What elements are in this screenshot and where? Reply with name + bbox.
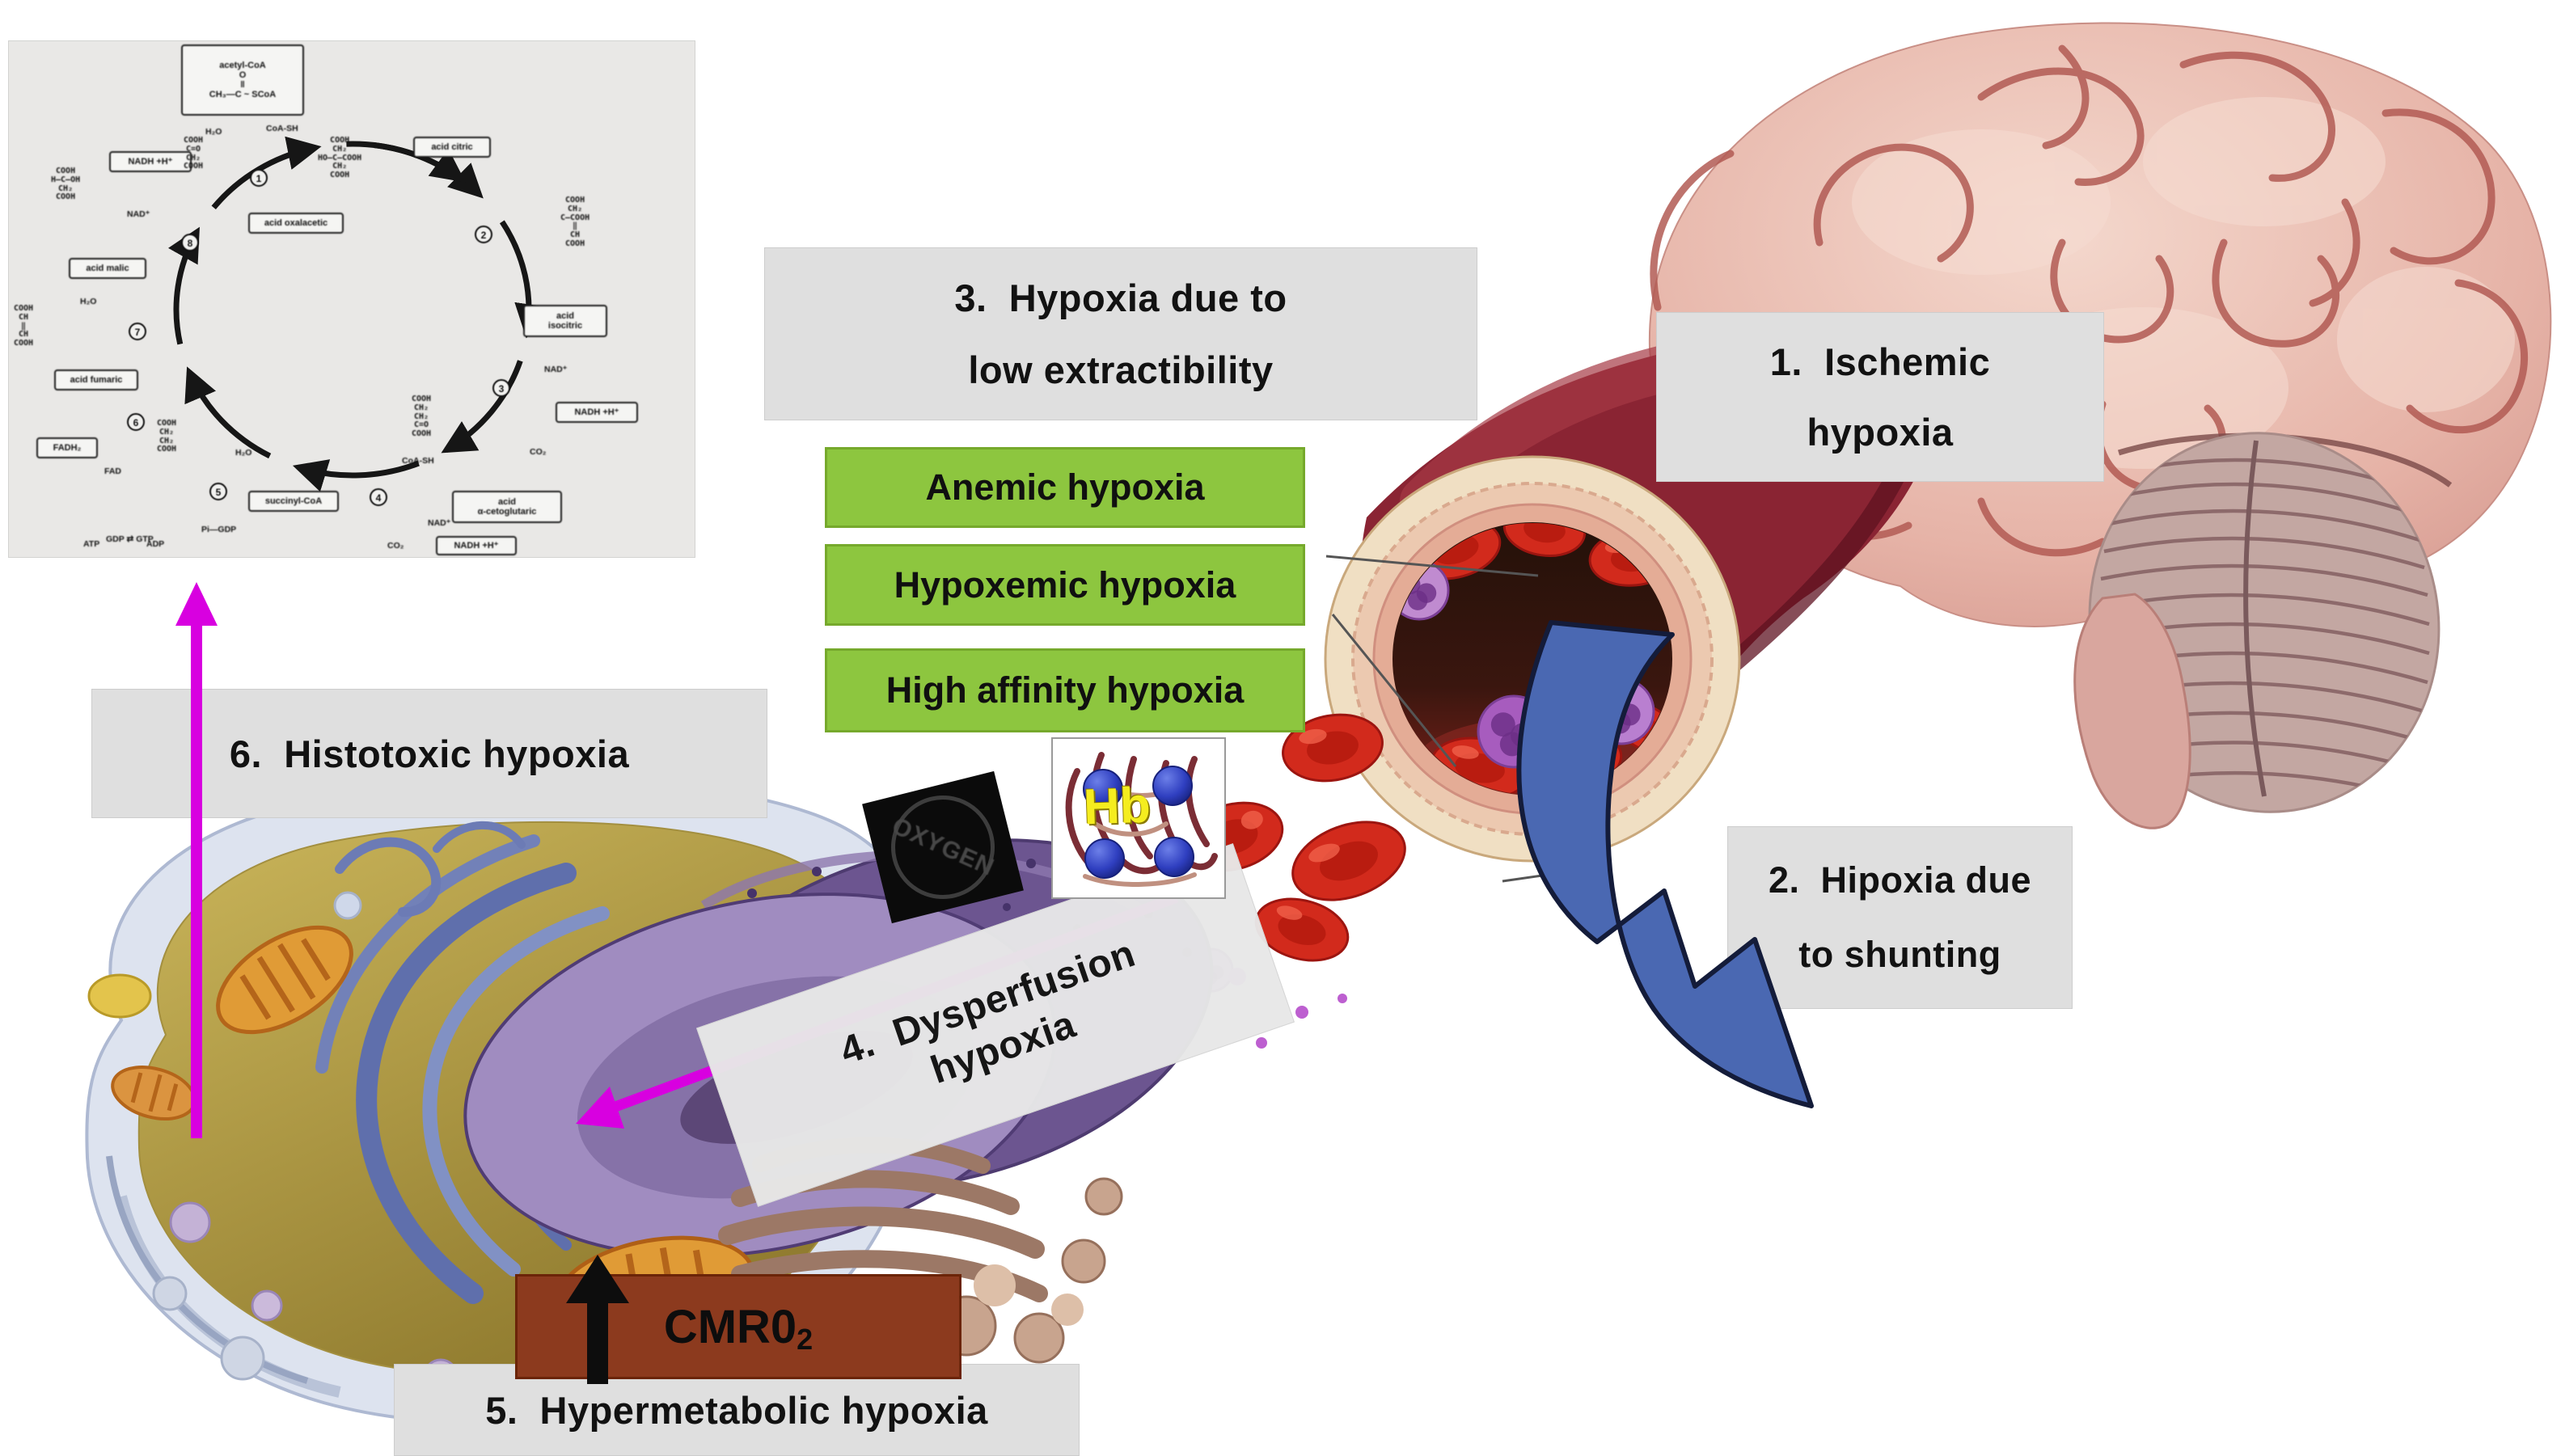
krebs-item: NAD⁺ (127, 209, 150, 219)
krebs-item: H₂O (80, 297, 97, 306)
green-box-text: Anemic hypoxia (925, 466, 1205, 508)
krebs-item: COOH CH₂ CH₂ C=O COOH (412, 395, 432, 439)
label-text: 1. Ischemic (1769, 340, 1991, 383)
label-text: 3. Hypoxia due to (954, 276, 1287, 319)
green-box-anemic-hypoxia: Anemic hypoxia (825, 447, 1305, 528)
cmro2-label: CMR0 (663, 1300, 797, 1353)
label-text: to shunting (1798, 934, 2001, 975)
green-box-hypoxemic-hypoxia: Hypoxemic hypoxia (825, 544, 1305, 626)
krebs-item: 3 (492, 379, 510, 397)
label-histotoxic-hypoxia: 6. Histotoxic hypoxia (91, 689, 767, 818)
krebs-item: H₂O (235, 448, 252, 458)
label-shunting-hypoxia: 2. Hipoxia due to shunting (1727, 826, 2073, 1009)
krebs-item: acid citric (413, 137, 491, 158)
label-text: 5. Hypermetabolic hypoxia (485, 1388, 988, 1432)
krebs-item: ADP (146, 539, 165, 549)
krebs-item: NAD⁺ (428, 518, 451, 528)
krebs-item: COOH C=O CH₂ COOH (184, 136, 204, 171)
krebs-item: FADH₂ (36, 437, 98, 458)
krebs-item: CO₂ (530, 447, 547, 457)
label-text: 6. Histotoxic hypoxia (229, 732, 630, 775)
label-ischemic-hypoxia: 1. Ischemic hypoxia (1656, 312, 2104, 482)
krebs-item: 4 (370, 488, 387, 506)
krebs-item: NAD⁺ (544, 365, 568, 374)
krebs-item: NADH +H⁺ (556, 402, 638, 423)
krebs-item: COOH H—C—OH CH₂ COOH (51, 167, 81, 202)
krebs-item: acid α-cetoglutaric (452, 491, 562, 523)
hemoglobin-image: Hb (1051, 737, 1226, 899)
krebs-item: FAD (104, 466, 121, 476)
krebs-item: CoA-SH (402, 456, 434, 466)
cmro2-box: CMR0 2 (515, 1274, 961, 1379)
krebs-item: 8 (181, 234, 199, 251)
krebs-item: 1 (250, 169, 268, 187)
label-text: low extractibility (968, 348, 1274, 391)
krebs-item: acid malic (69, 258, 146, 279)
krebs-item: COOH CH₂ CH₂ COOH (157, 419, 177, 454)
green-box-text: High affinity hypoxia (885, 669, 1245, 711)
krebs-item: 7 (129, 323, 146, 340)
hemoglobin-ribbons (1065, 752, 1218, 887)
krebs-item: COOH CH ‖ CH COOH (14, 304, 34, 348)
krebs-item: COOH CH₂ C—COOH ‖ CH COOH (560, 196, 590, 248)
krebs-item: ATP (83, 539, 100, 549)
hb-label: Hb (1082, 777, 1152, 836)
krebs-item: acid oxalacetic (248, 213, 344, 234)
label-text: hypoxia (1807, 411, 1954, 454)
krebs-item: H₂O (205, 127, 222, 137)
label-text: 2. Hipoxia due (1768, 859, 2032, 901)
krebs-item: 2 (475, 226, 492, 243)
krebs-item: CoA-SH (266, 124, 298, 133)
krebs-item: acid isocitric (523, 305, 607, 337)
krebs-item: CO₂ (387, 541, 404, 551)
krebs-item: GDP ⇄ GTP (106, 534, 154, 544)
krebs-item: 5 (209, 483, 227, 500)
brainstem (2073, 593, 2191, 829)
cmro2-subscript: 2 (797, 1323, 814, 1356)
label-low-extractability-hypoxia: 3. Hypoxia due to low extractibility (764, 247, 1477, 420)
krebs-item: NADH +H⁺ (109, 151, 192, 172)
green-box-text: Hypoxemic hypoxia (894, 563, 1236, 606)
krebs-item: Pi—GDP (201, 525, 237, 534)
krebs-item: acetyl-CoA O ‖ CH₃—C ~ SCoA (181, 44, 304, 116)
krebs-cycle-arrows (168, 136, 548, 492)
krebs-item: NADH +H⁺ (436, 536, 517, 555)
krebs-item: COOH CH₂ HO—C—COOH CH₂ COOH (318, 136, 362, 180)
krebs-item: acid fumaric (54, 369, 138, 390)
green-box-high-affinity-hypoxia: High affinity hypoxia (825, 648, 1305, 732)
krebs-item: 6 (127, 413, 145, 431)
krebs-item: succinyl-CoA (248, 491, 339, 512)
